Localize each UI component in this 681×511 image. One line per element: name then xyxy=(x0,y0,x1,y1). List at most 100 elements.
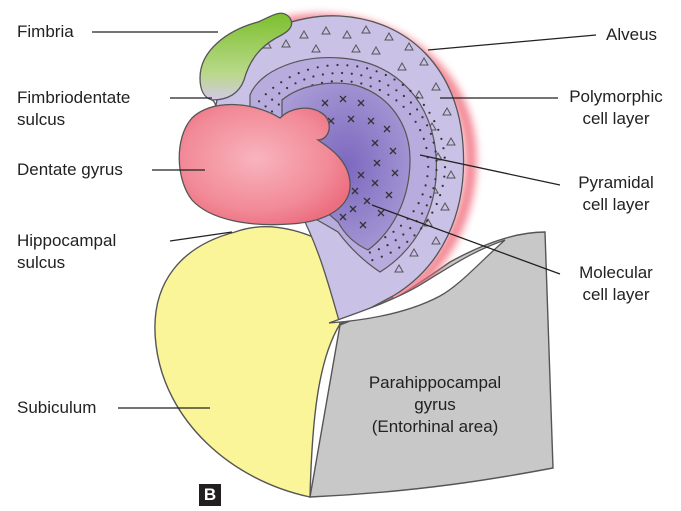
leader-lines xyxy=(92,31,597,409)
pyramidal-dot xyxy=(435,159,438,162)
label-subiculum: Subiculum xyxy=(17,398,97,417)
pyramidal-dot xyxy=(377,248,380,251)
pyramidal-dot xyxy=(422,137,425,140)
pyramidal-dot xyxy=(340,79,343,83)
pyramidal-dot xyxy=(437,128,440,131)
pyramidal-dot xyxy=(360,74,363,77)
pyramidal-dot xyxy=(366,67,369,70)
pyramidal-dot xyxy=(378,88,381,92)
pyramidal-dot xyxy=(321,73,324,76)
molecular-x-marks xyxy=(307,95,399,229)
pyramidal-dot xyxy=(350,72,353,75)
panel-letter-badge: B xyxy=(199,484,221,506)
pyramidal-dot xyxy=(439,194,442,197)
pyramidal-dot xyxy=(331,72,334,75)
hippocampal-sulcus-wedge xyxy=(328,239,506,324)
label-fimbria: Fimbria xyxy=(17,22,74,41)
pyramidal-dot xyxy=(369,76,372,79)
pyramidal-dot xyxy=(384,236,387,239)
label-dentate-gyrus: Dentate gyrus xyxy=(17,160,123,179)
pyramidal-dot xyxy=(389,251,392,254)
pyramidal-dot xyxy=(386,244,389,247)
pyramidal-dot xyxy=(428,111,431,114)
pyramidal-dot xyxy=(312,75,315,78)
pyramidal-dot xyxy=(440,137,443,140)
pyramidal-dot xyxy=(402,233,405,236)
pyramidal-dot xyxy=(409,227,412,230)
pyramidal-dot xyxy=(399,224,403,227)
pyramidal-dot xyxy=(402,94,405,98)
pyramidal-dot xyxy=(360,82,363,85)
pyramidal-dot xyxy=(429,195,432,199)
pyramidal-dot xyxy=(297,72,300,75)
pyramidal-dot xyxy=(387,84,390,87)
pyramidal-dot xyxy=(380,255,383,258)
pyramidal-dot xyxy=(375,70,378,73)
pyramidal-dot xyxy=(264,105,267,108)
pyramidal-dot xyxy=(443,175,446,178)
pyramidal-dot xyxy=(398,246,401,249)
pyramidal-dot xyxy=(393,78,396,81)
pyramidal-dot xyxy=(433,120,436,123)
label-hippocampal-line1: Hippocampal xyxy=(17,231,117,250)
molecular-leader xyxy=(371,204,561,275)
dentate-gyrus-region xyxy=(178,103,351,226)
label-parahippocampal-line2: gyrus xyxy=(414,395,456,414)
pyramidal-dot xyxy=(431,211,434,214)
label-alveus: Alveus xyxy=(606,25,658,44)
label-hippocampal-line2: sulcus xyxy=(17,253,66,272)
pyramidal-dot xyxy=(441,184,444,187)
pyramidal-dot xyxy=(264,93,267,96)
pyramidal-dot xyxy=(432,187,435,190)
pyramidal-dot xyxy=(401,83,404,86)
pyramidal-dot xyxy=(426,124,429,127)
pyramidal-dot xyxy=(294,82,297,85)
pyramidal-dot xyxy=(369,85,372,88)
hippocampal-leader xyxy=(169,231,233,242)
pyramidal-dot xyxy=(330,80,333,83)
pyramidal-dot xyxy=(421,116,424,119)
label-pyramidal-line2: cell layer xyxy=(582,195,650,214)
label-parahippocampal-line1: Parahippocampal xyxy=(368,373,502,392)
pyramidal-dot xyxy=(422,103,425,106)
pyramidal-dot xyxy=(368,251,371,254)
pyramidal-dot xyxy=(412,210,415,213)
pyramidal-dot xyxy=(442,147,445,150)
pyramidal-dot xyxy=(424,184,427,187)
pyramidal-dot xyxy=(425,204,428,207)
pyramidal-dot xyxy=(384,73,387,77)
pyramidal-dot xyxy=(387,93,390,96)
pyramidal-dot xyxy=(429,132,432,135)
pyramidal-dot xyxy=(426,175,429,178)
pyramidal-dot xyxy=(443,166,447,169)
pyramidal-dot xyxy=(350,80,353,83)
pyramidal-dot xyxy=(409,112,412,116)
label-parahippocampal-line3: (Entorhinal area) xyxy=(371,417,499,436)
pyramidal-dot xyxy=(278,92,281,95)
pyramidal-dot xyxy=(394,239,397,242)
pyramidal-dot xyxy=(414,120,417,123)
pyramidal-dot xyxy=(371,259,374,262)
pyramidal-dot xyxy=(341,71,344,75)
pyramidal-dot xyxy=(402,105,405,108)
pyramidal-leader xyxy=(419,154,561,186)
pyramidal-dot xyxy=(258,100,261,103)
pyramidal-dot xyxy=(435,202,438,206)
pyramidal-dot xyxy=(427,165,430,168)
pyramidal-dot xyxy=(277,103,280,106)
pyramidal-dot xyxy=(395,99,398,102)
pyramidal-dot xyxy=(288,76,291,79)
pyramidal-dot xyxy=(378,80,381,83)
pyramidal-dot xyxy=(406,240,409,243)
pyramidal-dots xyxy=(258,63,447,262)
label-pyramidal-line1: Pyramidal xyxy=(578,173,654,192)
pyramidal-dot xyxy=(432,141,435,144)
pyramidal-dot xyxy=(271,98,274,101)
pyramidal-dot xyxy=(326,64,329,67)
pyramidal-dot xyxy=(409,89,412,92)
pyramidal-dot xyxy=(435,168,438,172)
polymorphic-triangles xyxy=(262,24,456,273)
pyramidal-dot xyxy=(303,78,306,81)
pyramidal-dot xyxy=(272,86,275,89)
